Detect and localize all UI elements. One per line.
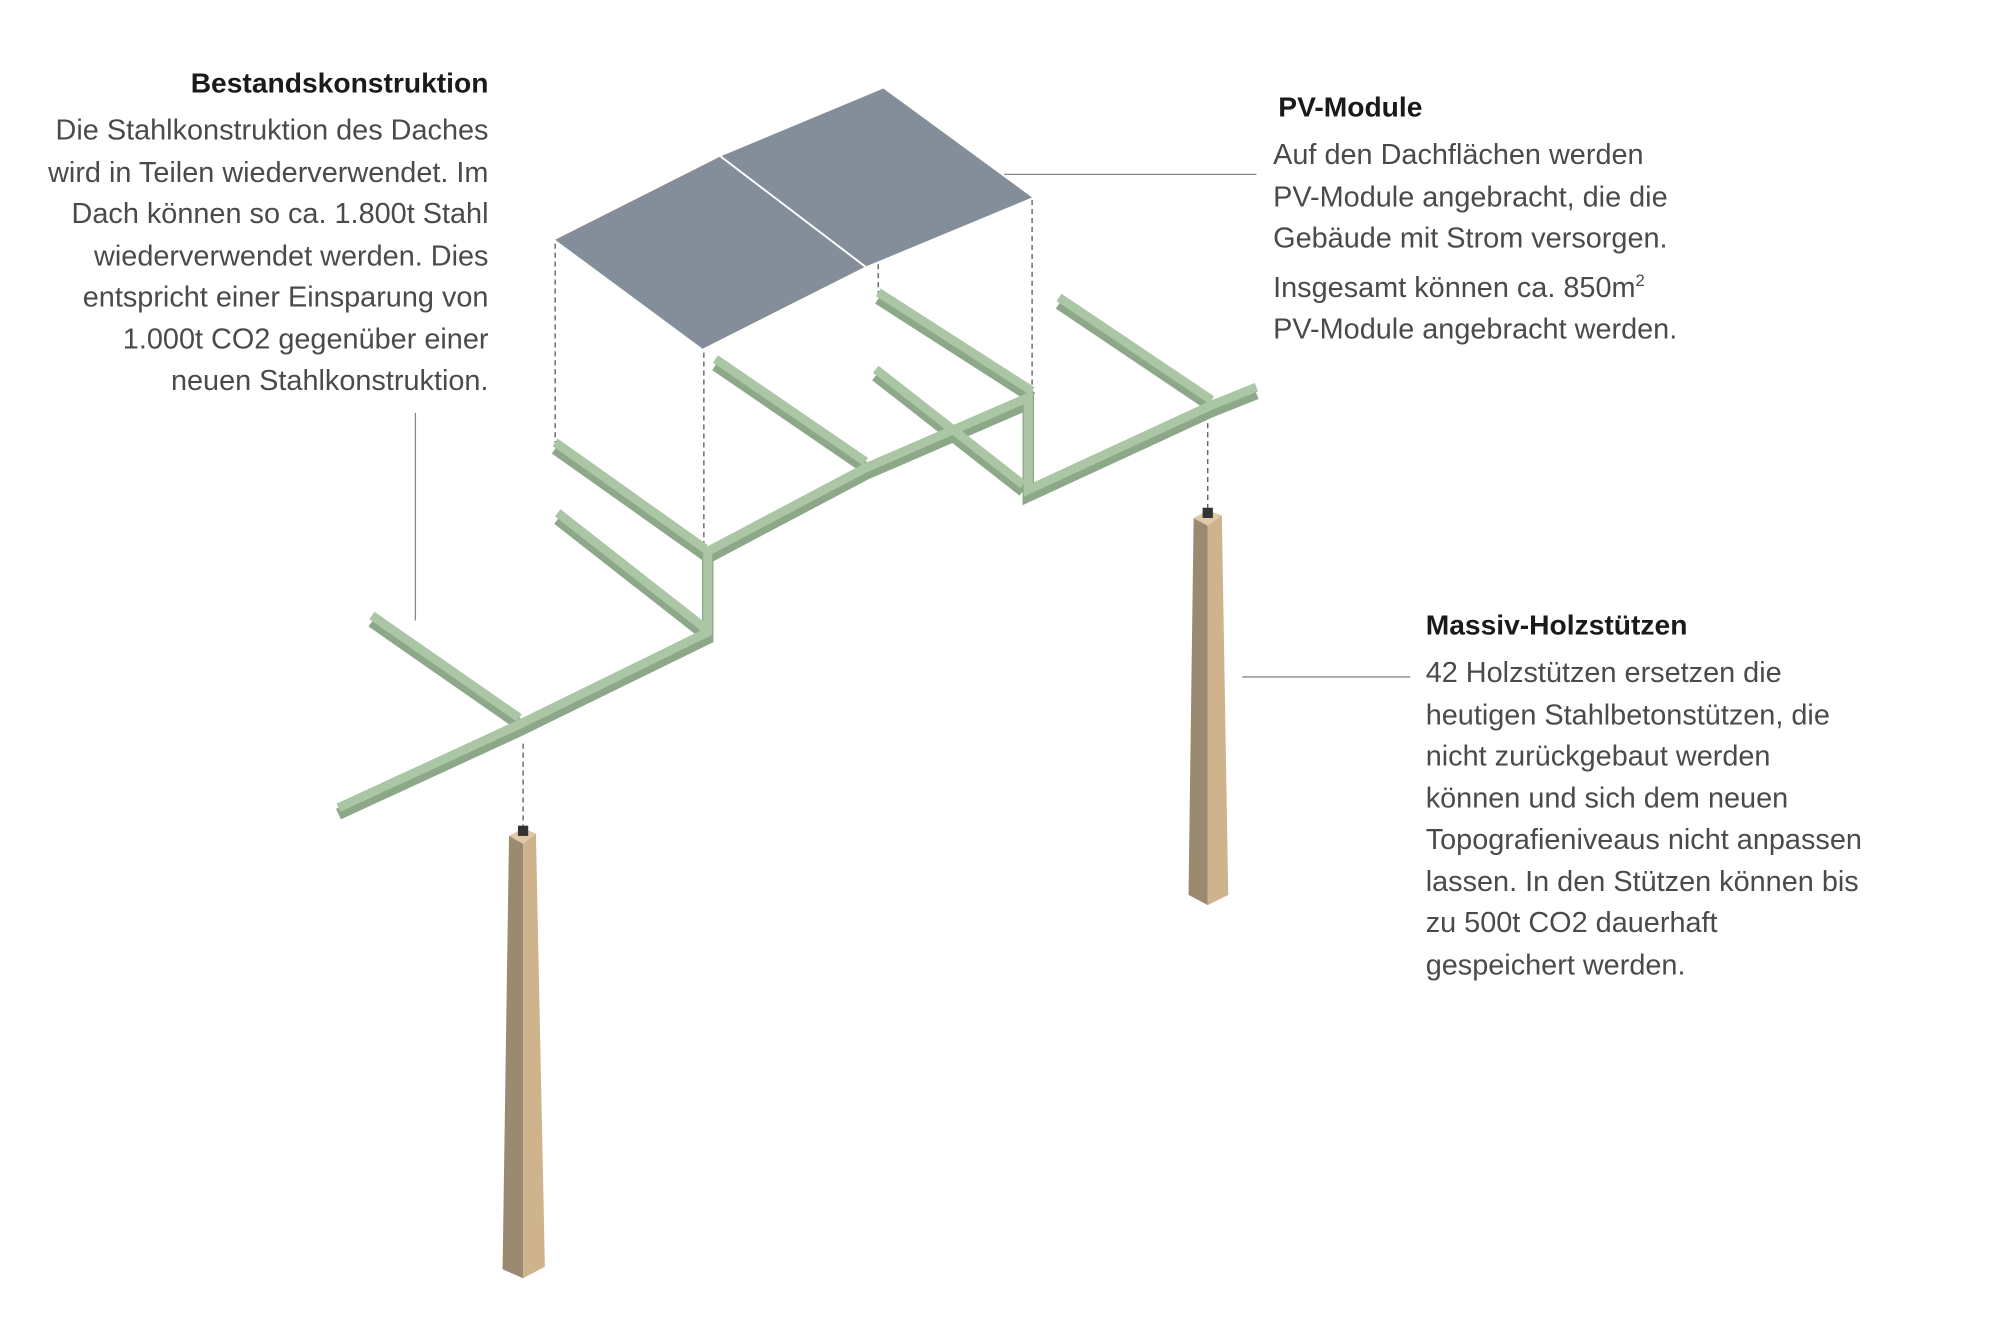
text-line: heutigen Stahlbetonstützen, die — [1425, 698, 1830, 731]
text-line: wird in Teilen wiederverwendet. Im — [48, 155, 489, 188]
text-line-main: Insgesamt können ca. 850m — [1273, 270, 1636, 303]
text-line: Topografieniveaus nicht anpassen — [1425, 823, 1862, 856]
text-line: Gebäude mit Strom versorgen. — [1273, 221, 1668, 254]
text-line: gespeichert werden. — [1425, 948, 1686, 981]
text-line: 1.000t CO2 gegenüber einer — [122, 322, 489, 355]
label-title: Bestandskonstruktion — [190, 66, 489, 99]
label-body: Auf den Dachflächen werden PV-Module ang… — [1273, 135, 1677, 350]
text-line: können und sich dem neuen — [1425, 781, 1789, 814]
label-massiv-holzstuetzen: Massiv-Holzstützen 42 Holzstützen ersetz… — [1426, 609, 1862, 986]
wood-column-left — [502, 825, 545, 1279]
text-line: entspricht einer Einsparung von — [82, 280, 489, 313]
text-line: nicht zurückgebaut werden — [1425, 739, 1771, 772]
steel-structure — [336, 288, 1259, 820]
pv-panel-right — [720, 88, 1033, 267]
text-line: Insgesamt können ca. 850m2 — [1273, 260, 1677, 309]
superscript: 2 — [1635, 269, 1645, 290]
text-line: PV-Module angebracht werden. — [1273, 312, 1678, 345]
text-line: PV-Module angebracht, die die — [1273, 180, 1668, 213]
pv-panel-left — [555, 156, 866, 349]
text-line: neuen Stahlkonstruktion. — [170, 364, 489, 397]
label-pv-module: PV-Module Auf den Dachflächen werden PV-… — [1273, 91, 1677, 350]
label-bestandskonstruktion: Bestandskonstruktion Die Stahlkonstrukti… — [0, 67, 488, 402]
label-body: 42 Holzstützen ersetzen die heutigen Sta… — [1426, 653, 1862, 986]
text-line: Auf den Dachflächen werden — [1273, 138, 1644, 171]
text-line: zu 500t CO2 dauerhaft — [1425, 906, 1718, 939]
text-line: lassen. In den Stützen können bis — [1425, 864, 1859, 897]
label-title: PV-Module — [1278, 91, 1423, 124]
text-line: wiederverwendet werden. Dies — [94, 239, 489, 272]
leader-lines — [414, 173, 1411, 678]
pv-panels — [555, 88, 1033, 349]
text-line: Die Stahlkonstruktion des Daches — [55, 114, 489, 147]
label-body: Die Stahlkonstruktion des Daches wird in… — [0, 110, 488, 402]
wood-column-right — [1188, 507, 1229, 906]
text-line: 42 Holzstützen ersetzen die — [1425, 656, 1782, 689]
label-title: Massiv-Holzstützen — [1425, 608, 1688, 642]
projection-lines — [522, 200, 1209, 829]
text-line: Dach können so ca. 1.800t Stahl — [71, 197, 489, 230]
